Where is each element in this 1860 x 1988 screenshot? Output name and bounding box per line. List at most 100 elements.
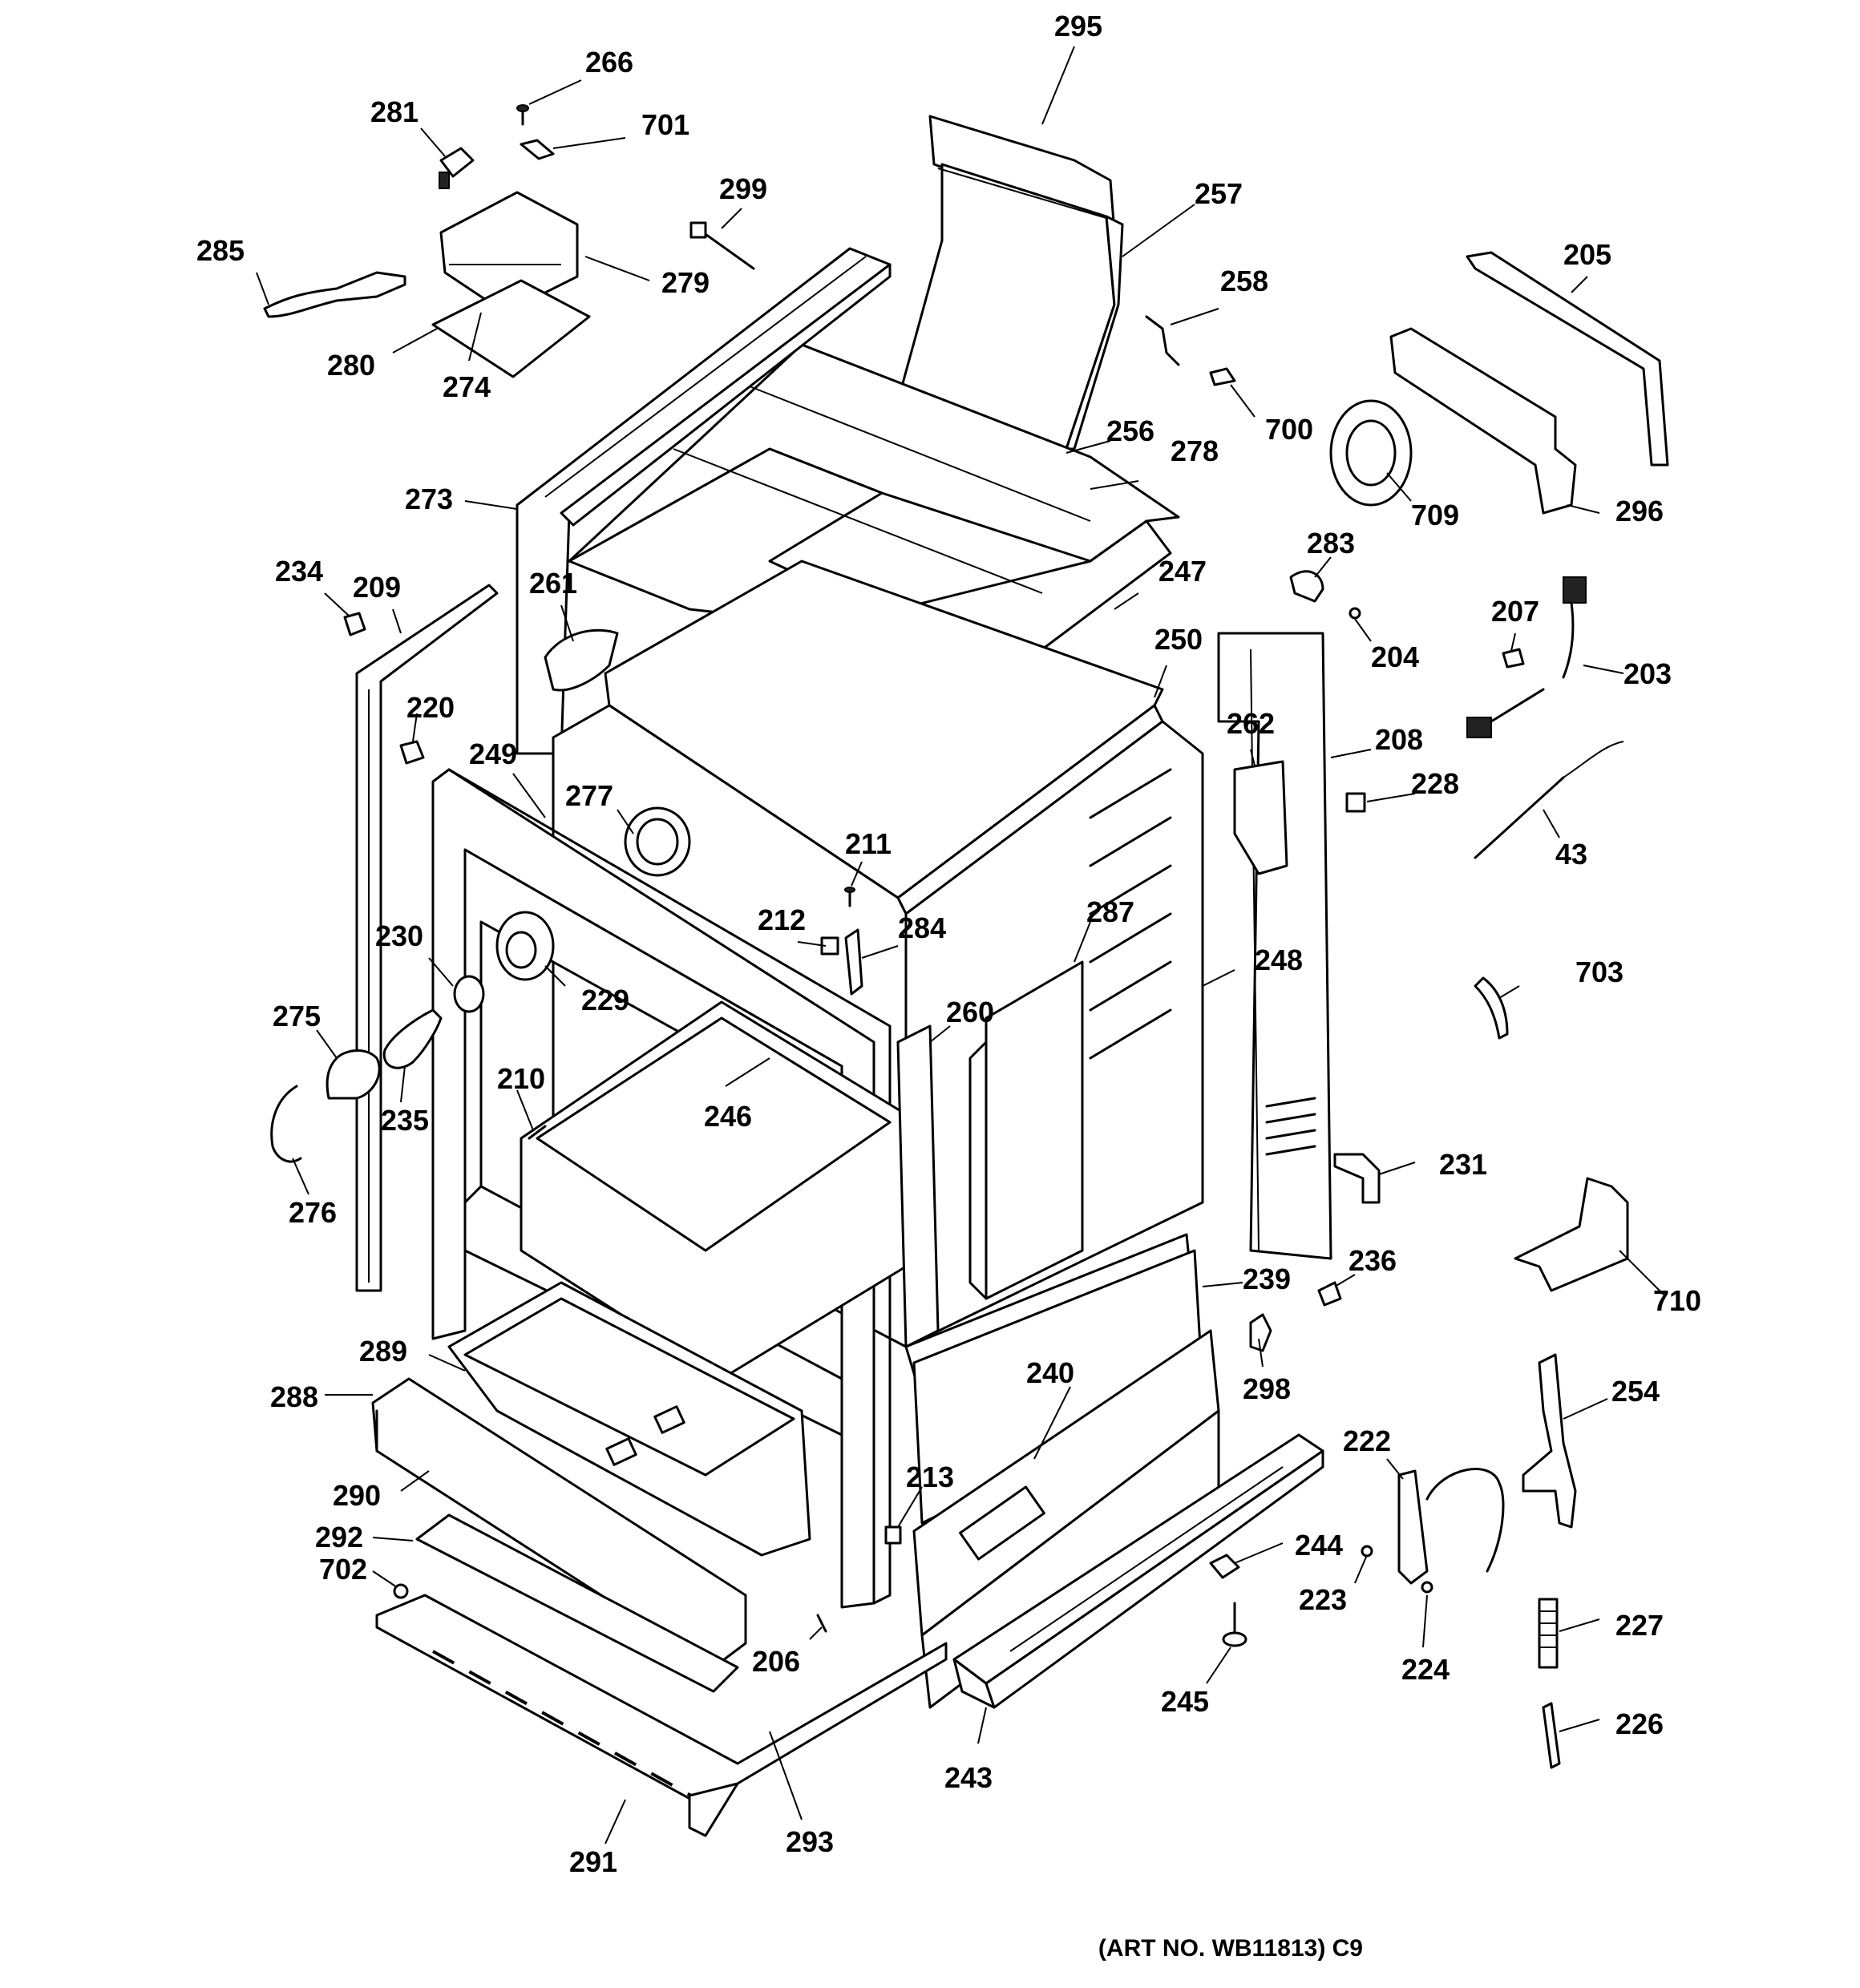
leader-lines xyxy=(256,46,1664,1845)
callout-273: 273 xyxy=(405,483,453,515)
callout-285: 285 xyxy=(196,234,245,267)
part-226-link xyxy=(1542,1702,1561,1769)
callout-244: 244 xyxy=(1295,1529,1343,1562)
callout-266: 266 xyxy=(585,46,633,79)
part-231-bracket xyxy=(1333,1153,1381,1204)
part-210-rack-support xyxy=(528,1125,547,1140)
callout-700: 700 xyxy=(1265,413,1313,446)
callout-295: 295 xyxy=(1054,10,1102,42)
callout-703: 703 xyxy=(1575,956,1623,988)
callout-203: 203 xyxy=(1623,657,1672,690)
callout-256: 256 xyxy=(1106,414,1154,447)
callout-262: 262 xyxy=(1227,707,1275,740)
part-224-screw xyxy=(1421,1581,1433,1594)
callout-223: 223 xyxy=(1299,1583,1347,1616)
part-279-lock-assembly xyxy=(431,191,591,378)
callout-258: 258 xyxy=(1220,265,1268,297)
callout-43: 43 xyxy=(1555,838,1587,871)
part-295-vent-duct xyxy=(888,115,1124,475)
callout-224: 224 xyxy=(1401,1653,1450,1686)
part-206-screw xyxy=(816,1614,827,1633)
part-281-switch xyxy=(439,147,475,189)
part-710-bracket xyxy=(1514,1177,1629,1292)
callout-231: 231 xyxy=(1439,1148,1487,1181)
part-275-light-cover xyxy=(326,1049,381,1100)
callout-243: 243 xyxy=(944,1761,993,1794)
callout-284: 284 xyxy=(898,911,946,944)
part-43-sensor xyxy=(1474,741,1624,859)
part-207-connector xyxy=(1502,648,1525,669)
callout-235: 235 xyxy=(381,1104,429,1137)
callout-250: 250 xyxy=(1154,623,1203,656)
callout-212: 212 xyxy=(758,903,806,936)
callout-298: 298 xyxy=(1243,1372,1291,1405)
callout-205: 205 xyxy=(1563,238,1611,271)
part-213-clip xyxy=(884,1525,902,1545)
callout-701: 701 xyxy=(641,108,689,141)
part-288-lower-rail xyxy=(371,1377,747,1669)
callout-208: 208 xyxy=(1375,723,1423,756)
callout-246: 246 xyxy=(704,1100,752,1133)
part-245-leveling-leg xyxy=(1222,1602,1247,1647)
callout-290: 290 xyxy=(333,1479,381,1512)
callout-260: 260 xyxy=(946,996,994,1028)
callout-702: 702 xyxy=(319,1553,367,1586)
part-287-side-panel xyxy=(968,960,1084,1300)
callout-236: 236 xyxy=(1348,1244,1397,1277)
callout-289: 289 xyxy=(359,1335,407,1368)
callout-247: 247 xyxy=(1158,555,1207,588)
callout-261: 261 xyxy=(529,567,577,600)
part-278-top-panel xyxy=(568,343,1180,651)
callout-254: 254 xyxy=(1611,1375,1660,1408)
part-254-hinge xyxy=(1522,1353,1577,1529)
callout-239: 239 xyxy=(1243,1263,1291,1295)
part-258-link xyxy=(1145,315,1180,366)
part-227-spring xyxy=(1538,1598,1559,1669)
part-204-screw xyxy=(1348,607,1361,620)
callout-228: 228 xyxy=(1411,767,1459,800)
callout-240: 240 xyxy=(1026,1356,1074,1389)
callout-276: 276 xyxy=(289,1196,337,1229)
callout-257: 257 xyxy=(1195,177,1243,210)
part-228-clip xyxy=(1345,792,1366,813)
part-703-shield xyxy=(1474,976,1509,1040)
part-244-clip xyxy=(1209,1554,1240,1579)
part-701-clip xyxy=(520,139,555,160)
part-246-oven-pan xyxy=(520,1000,908,1380)
callout-293: 293 xyxy=(786,1825,834,1858)
callout-299: 299 xyxy=(719,172,767,205)
part-266-screw xyxy=(516,104,529,126)
callout-288: 288 xyxy=(270,1380,318,1413)
callout-210: 210 xyxy=(497,1062,545,1095)
part-276-wire-retainer xyxy=(270,1085,302,1163)
part-220-grommet xyxy=(399,740,425,765)
part-285-handle xyxy=(263,271,406,318)
callout-213: 213 xyxy=(906,1461,954,1493)
part-222-hinge-assembly xyxy=(1397,1468,1505,1585)
part-702-nut xyxy=(393,1583,409,1599)
part-205-back-bracket xyxy=(1466,251,1669,467)
part-273-top-frame xyxy=(516,247,892,755)
part-260-side-rail xyxy=(896,1024,940,1348)
part-229-light-socket-plate xyxy=(495,911,555,981)
callout-281: 281 xyxy=(370,95,418,128)
part-700-clip xyxy=(1209,367,1236,386)
callout-283: 283 xyxy=(1307,527,1355,560)
callout-287: 287 xyxy=(1086,895,1134,928)
part-284-bracket xyxy=(844,928,863,996)
part-239-lower-panel xyxy=(904,1233,1204,1525)
callout-226: 226 xyxy=(1615,1707,1664,1740)
part-236-clip xyxy=(1317,1281,1342,1307)
callout-labels: 295 266 281 701 299 257 205 285 279 258 … xyxy=(196,10,1701,1878)
part-235-light-bulb xyxy=(382,1008,443,1069)
callout-296: 296 xyxy=(1615,495,1664,527)
callout-209: 209 xyxy=(353,571,401,604)
callout-274: 274 xyxy=(443,370,491,403)
part-230-socket xyxy=(453,975,485,1013)
part-292-kick-plate xyxy=(415,1513,739,1693)
callout-292: 292 xyxy=(315,1521,363,1554)
part-248-right-side-panel xyxy=(1217,632,1332,1260)
part-261-insulation xyxy=(544,628,619,692)
